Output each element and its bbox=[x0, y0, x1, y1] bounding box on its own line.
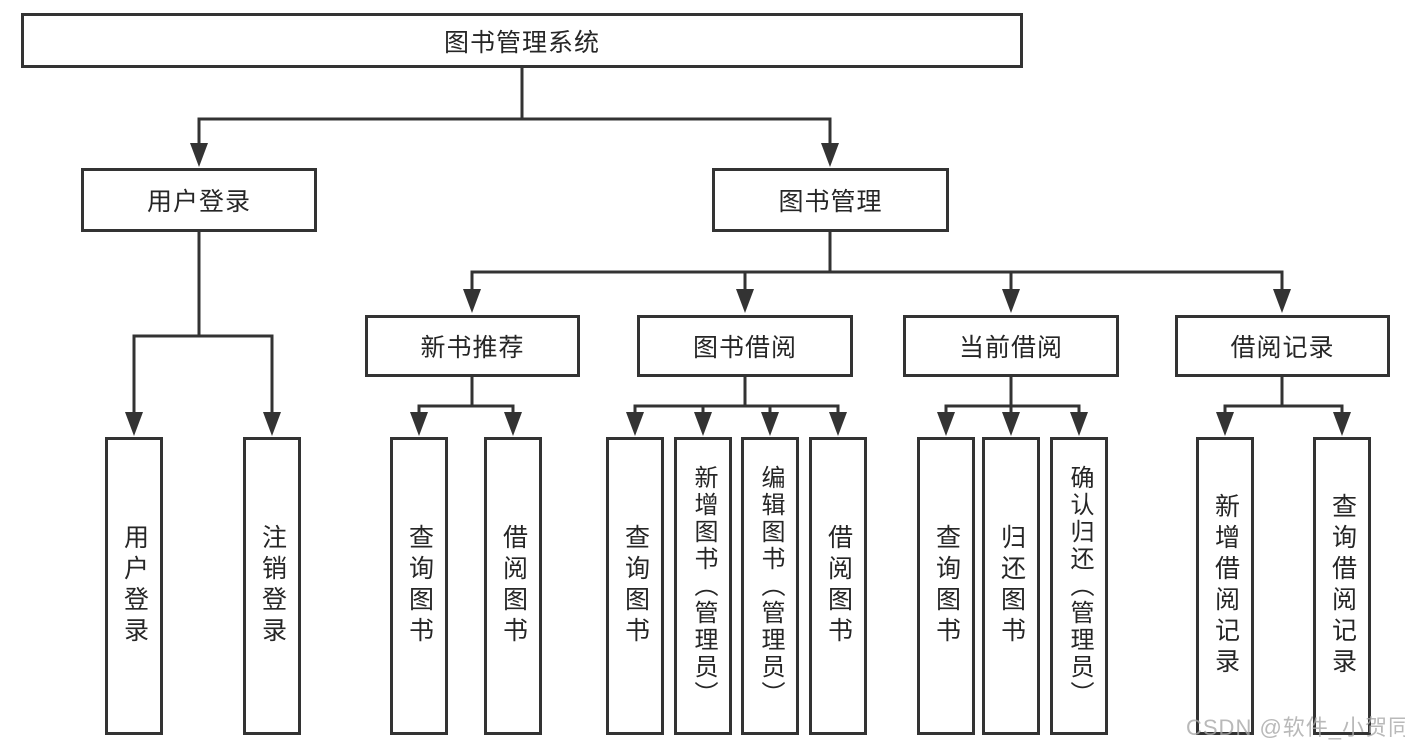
leaf-user-login: 用户登录 bbox=[105, 437, 163, 735]
leaf-label: 查询图书 bbox=[405, 524, 434, 648]
leaf-label: 编辑图书（管理员） bbox=[757, 464, 784, 708]
node-borrow-records: 借阅记录 bbox=[1175, 315, 1390, 377]
leaf-bb-borrow-books: 借阅图书 bbox=[809, 437, 867, 735]
node-label: 借阅记录 bbox=[1230, 334, 1335, 362]
leaf-label: 归还图书 bbox=[997, 524, 1026, 648]
leaf-label: 确认归还（管理员） bbox=[1066, 464, 1093, 708]
node-new-book-recommend: 新书推荐 bbox=[365, 315, 580, 377]
arrowheads bbox=[125, 143, 1351, 436]
leaf-label: 用户登录 bbox=[120, 524, 149, 648]
node-book-management: 图书管理 bbox=[712, 168, 949, 232]
leaf-label: 借阅图书 bbox=[824, 524, 853, 648]
node-current-borrow: 当前借阅 bbox=[903, 315, 1119, 377]
leaf-br-query-record: 查询借阅记录 bbox=[1313, 437, 1371, 735]
node-label: 用户登录 bbox=[146, 188, 251, 216]
leaf-label: 查询借阅记录 bbox=[1328, 493, 1357, 679]
leaf-label: 新增图书（管理员） bbox=[690, 464, 717, 708]
node-label: 图书管理 bbox=[778, 188, 883, 216]
leaf-label: 新增借阅记录 bbox=[1211, 493, 1240, 679]
leaf-logout: 注销登录 bbox=[243, 437, 301, 735]
leaf-label: 查询图书 bbox=[621, 524, 650, 648]
node-user-login: 用户登录 bbox=[81, 168, 317, 232]
watermark: CSDN @软件_小贺同学 bbox=[1186, 715, 1405, 740]
leaf-bb-edit-books-admin: 编辑图书（管理员） bbox=[741, 437, 799, 735]
leaf-label: 借阅图书 bbox=[499, 524, 528, 648]
leaf-nbr-query-books: 查询图书 bbox=[390, 437, 448, 735]
node-label: 当前借阅 bbox=[958, 334, 1063, 362]
leaf-nbr-borrow-books: 借阅图书 bbox=[484, 437, 542, 735]
node-label: 图书借阅 bbox=[692, 334, 797, 362]
leaf-bb-query-books: 查询图书 bbox=[606, 437, 664, 735]
leaf-cb-query-books: 查询图书 bbox=[917, 437, 975, 735]
node-label: 新书推荐 bbox=[420, 334, 525, 362]
leaf-br-add-record: 新增借阅记录 bbox=[1196, 437, 1254, 735]
node-root-label: 图书管理系统 bbox=[443, 28, 600, 57]
leaf-cb-confirm-return-admin: 确认归还（管理员） bbox=[1050, 437, 1108, 735]
node-root: 图书管理系统 bbox=[21, 13, 1023, 68]
leaf-label: 查询图书 bbox=[932, 524, 961, 648]
node-book-borrow: 图书借阅 bbox=[637, 315, 853, 377]
leaf-cb-return-books: 归还图书 bbox=[982, 437, 1040, 735]
leaf-bb-add-books-admin: 新增图书（管理员） bbox=[674, 437, 732, 735]
leaf-label: 注销登录 bbox=[258, 524, 287, 648]
